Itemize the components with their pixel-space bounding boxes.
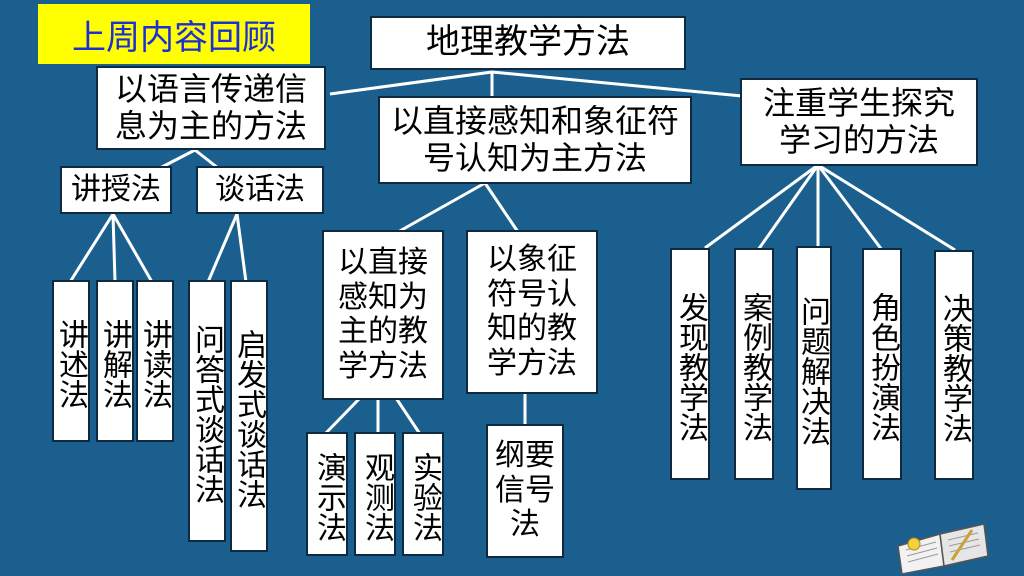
- leaf-role-play: 角色扮演法: [862, 248, 902, 480]
- leaf-outline-signal: 纲要信号法: [486, 424, 564, 558]
- connector: [68, 213, 115, 283]
- connector: [329, 70, 493, 96]
- leaf-heuristic-dialogue: 启发式谈话法: [230, 280, 268, 552]
- connector: [397, 181, 486, 234]
- leaf-narration: 讲述法: [52, 280, 90, 442]
- node-inquiry-methods: 注重学生探究学习的方法: [740, 78, 978, 166]
- node-direct-perception: 以直接感知为主的教学方法: [322, 230, 444, 400]
- connector: [816, 164, 884, 251]
- connector: [483, 182, 520, 233]
- leaf-experiment: 实验法: [402, 432, 444, 556]
- connector: [817, 163, 956, 252]
- leaf-observation: 观测法: [354, 432, 396, 556]
- node-dialogue: 谈话法: [196, 166, 324, 214]
- connector: [491, 70, 743, 98]
- connector: [323, 396, 362, 436]
- root-node: 地理教学方法: [370, 16, 686, 70]
- node-language-methods: 以语言传递信息为主的方法: [96, 66, 326, 150]
- leaf-reading: 讲读法: [136, 280, 174, 442]
- connector: [111, 213, 154, 283]
- connector: [111, 213, 117, 283]
- leaf-demonstration: 演示法: [306, 432, 348, 556]
- connector: [756, 164, 820, 251]
- leaf-problem-solving: 问题解决法: [795, 246, 832, 490]
- leaf-qa-dialogue: 问答式谈话法: [188, 280, 226, 542]
- open-book-icon: [897, 523, 989, 574]
- connector: [194, 148, 219, 170]
- leaf-discovery: 发现教学法: [670, 248, 710, 480]
- connector: [235, 213, 248, 283]
- connector: [394, 397, 422, 435]
- connector: [159, 148, 196, 170]
- connector: [704, 163, 819, 250]
- node-perception-methods: 以直接感知和象征符号认知为主方法: [378, 96, 692, 184]
- connector: [206, 213, 239, 283]
- leaf-explanation: 讲解法: [96, 280, 134, 442]
- review-badge: 上周内容回顾: [38, 4, 310, 64]
- node-lecture: 讲授法: [60, 166, 172, 214]
- leaf-decision: 决策教学法: [934, 250, 974, 480]
- leaf-case: 案例教学法: [734, 248, 774, 480]
- node-symbol-cognition: 以象征符号认知的教学方法: [466, 230, 598, 394]
